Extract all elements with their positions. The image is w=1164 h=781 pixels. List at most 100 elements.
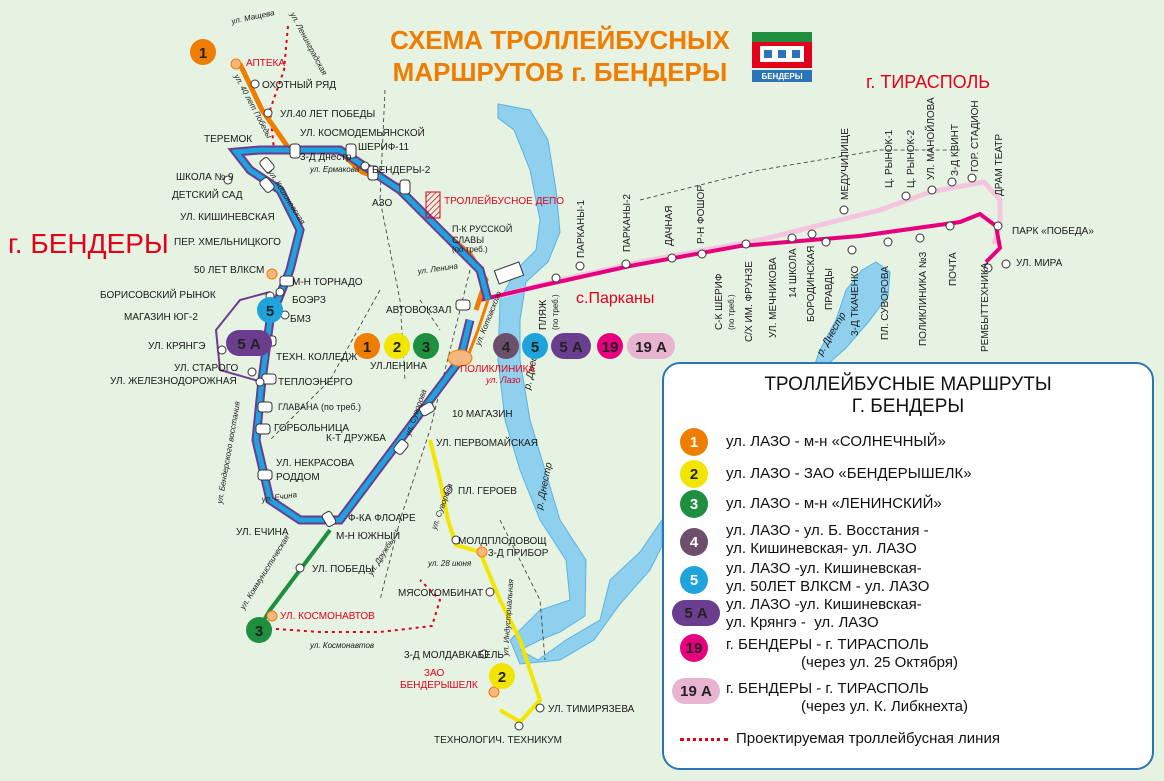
- stop-label: БОРОДИНСКАЯ: [806, 246, 817, 322]
- route-2-badge: 2: [680, 460, 708, 488]
- stop-label: УЛ. НЕКРАСОВА: [276, 458, 354, 469]
- stop-label: УЛ. МАНОЙЛОВА: [924, 97, 937, 180]
- title-line-1: СХЕМА ТРОЛЛЕЙБУСНЫХ: [390, 25, 730, 55]
- stop-label: УЛ. СТАРОГО: [174, 363, 239, 374]
- stop-label: АВТОВОКЗАЛ: [386, 305, 451, 316]
- route-5a-line: [214, 291, 271, 383]
- stop-label: УЛ. МЕЧНИКОВА: [768, 257, 779, 338]
- stop-label: АПТЕКА: [246, 58, 285, 69]
- stop-label: БЕНДЕРЫ-2: [372, 165, 431, 176]
- street-label: ул. Ленинградская: [288, 10, 330, 77]
- street-label: ул. Ленина: [416, 261, 459, 276]
- river-dniester-east: [811, 261, 891, 374]
- street-label: ул. Дружбы: [366, 536, 397, 578]
- svg-text:5 А: 5 А: [237, 336, 261, 353]
- stop-label: РЕМБЫТТЕХНИКА: [980, 262, 991, 352]
- stop-label: БОЭРЗ: [292, 295, 326, 306]
- stop-label: ТЕРЕМОК: [204, 134, 252, 145]
- stop-label: ПРАВДЫ: [824, 268, 835, 310]
- stop-label: УЛ.ЛЕНИНА: [370, 361, 427, 372]
- svg-text:5: 5: [266, 303, 274, 320]
- street-label: ул. Ермакова: [309, 165, 360, 174]
- stop-label: 50 ЛЕТ ВЛКСМ: [194, 265, 264, 276]
- legend-text: ул. ЛАЗО - ул. Б. Восстания - ул. Кишине…: [726, 522, 929, 557]
- stop-label: ГОРБОЛЬНИЦА: [274, 423, 349, 434]
- stop-label: (по треб.): [727, 294, 736, 330]
- route-19a-badge: 19 А: [672, 678, 720, 704]
- stop-label: БМЗ: [290, 314, 311, 325]
- stop-label: АЗО: [372, 198, 392, 209]
- stop-label: УЛ. МИРА: [1016, 258, 1063, 269]
- legend-text: ул. ЛАЗО -ул. Кишиневская- ул. 50ЛЕТ ВЛК…: [726, 560, 930, 595]
- stop-label: С/Х ИМ. ФРУНЗЕ: [744, 261, 755, 342]
- stop-label: ТЕХНОЛОГИЧ. ТЕХНИКУМ: [434, 735, 562, 746]
- svg-text:3: 3: [255, 623, 263, 640]
- stop-label: ЗАО: [424, 668, 444, 679]
- stop-label: УЛ. ТИМИРЯЗЕВА: [548, 704, 635, 715]
- legend-item: 2 ул. ЛАЗО - ЗАО «БЕНДЕРЫШЕЛК»: [680, 460, 972, 488]
- stop-label: ОХОТНЫЙ РЯД: [262, 78, 336, 91]
- legend-text: г. БЕНДЕРЫ - г. ТИРАСПОЛЬ (через ул. 25 …: [726, 636, 958, 671]
- stop-label: Ц. РЫНОК-2: [906, 129, 917, 188]
- stop-label: З-Д КВИНТ: [950, 124, 961, 176]
- stop-label: ДЕТСКИЙ САД: [172, 188, 243, 201]
- legend-text: ул. ЛАЗО - м-н «СОЛНЕЧНЫЙ»: [726, 433, 946, 450]
- route-badges-center: 1 2 3 4 5 5 А 19 19 А: [354, 333, 675, 359]
- legend-title-1: ТРОЛЛЕЙБУСНЫЕ МАРШРУТЫ: [764, 374, 1052, 395]
- stop-label: ШКОЛА № 9: [176, 172, 234, 183]
- route-5-badge: 5: [680, 566, 708, 594]
- stop-label: Р-Н ФОШОР: [696, 185, 707, 244]
- street-label: ул. Мащева: [230, 8, 276, 26]
- route-5a-badge: 5 А: [672, 600, 720, 626]
- street-label: ул. Коммунистическая: [238, 533, 292, 612]
- stop-label: УЛ. КОСМОДЕМЬЯНСКОЙ: [300, 126, 425, 139]
- stop-label: ДАЧНАЯ: [664, 206, 675, 246]
- svg-text:1: 1: [199, 45, 207, 62]
- stop-label: 3-Д ТКАЧЕНКО: [850, 265, 861, 336]
- stop-label: УЛ. КРЯНГЭ: [148, 341, 205, 352]
- stop-label: ШЕРИФ-11: [358, 142, 409, 153]
- legend-item: 4 ул. ЛАЗО - ул. Б. Восстания - ул. Киши…: [680, 522, 929, 558]
- stop-label: (по треб.): [452, 245, 488, 254]
- stop-label: ПАРК «ПОБЕДА»: [1012, 226, 1094, 237]
- stop-label: ПАРКАНЫ-1: [576, 200, 587, 258]
- logo-text: БЕНДЕРЫ: [761, 72, 802, 81]
- stop-label: УЛ. КОСМОНАВТОВ: [280, 611, 375, 622]
- stop-label: ПОЧТА: [948, 252, 959, 286]
- legend-text: ул. ЛАЗО -ул. Кишиневская- ул. Крянгэ - …: [726, 596, 922, 631]
- stop-label: П-К РУССКОЙ: [452, 223, 512, 234]
- legend-item: 5 ул. ЛАЗО -ул. Кишиневская- ул. 50ЛЕТ В…: [680, 560, 929, 596]
- legend-item: 5 А ул. ЛАЗО -ул. Кишиневская- ул. Крянг…: [672, 596, 922, 632]
- stop-label: УЛ. ЖЕЛЕЗНОДОРОЖНАЯ: [110, 376, 237, 387]
- stop-label: ГОР. СТАДИОН: [970, 100, 981, 172]
- stop-label: УЛ. ЕЧИНА: [236, 527, 289, 538]
- projected-line-sample: [680, 738, 728, 741]
- route-19-line: [479, 211, 1003, 302]
- stop-label: 10 МАГАЗИН: [452, 409, 513, 420]
- stop-label: Ф-КА ФЛОАРЕ: [348, 513, 416, 524]
- city-logo: БЕНДЕРЫ: [752, 32, 812, 82]
- svg-text:3: 3: [422, 339, 430, 356]
- route-19-badge: 19: [680, 634, 708, 662]
- legend-item: 1 ул. ЛАЗО - м-н «СОЛНЕЧНЫЙ»: [680, 428, 946, 456]
- stop-label: ПЛЯЖ: [538, 299, 549, 330]
- svg-text:2: 2: [393, 339, 401, 356]
- stop-label: ТЕПЛОЭНЕРГО: [278, 377, 353, 388]
- stop-label: М-Н ЮЖНЫЙ: [336, 529, 400, 542]
- stop-label: ПАРКАНЫ-2: [622, 194, 633, 252]
- highlight-stops: [230, 58, 500, 698]
- stop-label: ГЛАВАНА (по треб.): [278, 402, 361, 412]
- stop-markers: [255, 143, 471, 527]
- projected-line: [261, 25, 442, 633]
- stop-label: МАГАЗИН ЮГ-2: [124, 312, 198, 323]
- stop-label: ПЕР. ХМЕЛЬНИЦКОГО: [174, 237, 281, 248]
- street-label: ул. Бендерского восстания: [215, 400, 242, 505]
- svg-text:5: 5: [531, 339, 539, 356]
- stop-label: МЕДУЧИЛИЩЕ: [840, 128, 851, 200]
- stop-label: МОЛДПЛОДОВОЩ: [458, 536, 547, 547]
- legend-item: Проектируемая троллейбусная линия: [680, 730, 1000, 748]
- legend-item: 19 А г. БЕНДЕРЫ - г. ТИРАСПОЛЬ (через ул…: [672, 678, 968, 716]
- stop-label: 14 ШКОЛА: [788, 248, 799, 298]
- city-parkany: с.Парканы: [576, 290, 655, 307]
